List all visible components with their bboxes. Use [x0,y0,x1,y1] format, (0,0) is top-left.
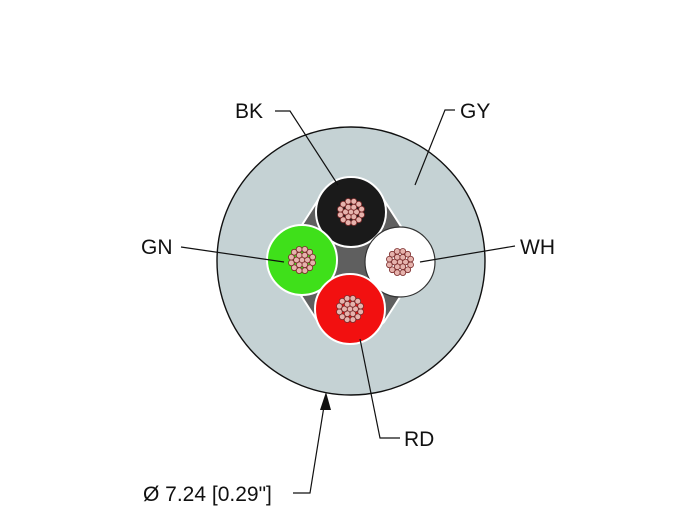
copper-strand [404,250,412,258]
copper-strand [343,316,351,323]
copper-strand [352,305,359,313]
strand-bundle-red [336,295,364,323]
copper-strand [295,267,303,274]
copper-strand [402,258,409,266]
label-gy: GY [460,100,490,123]
copper-strand [337,211,344,219]
copper-strand [358,205,365,213]
copper-strand [337,205,344,213]
label-wh: WH [520,236,555,259]
copper-strand [393,269,401,276]
leader-line-bk [275,110,339,186]
copper-strand [399,269,407,276]
leader-line-gn [180,246,285,263]
copper-strand [295,246,303,253]
core-red [314,273,386,345]
copper-strand [288,253,295,261]
copper-strand [388,266,396,274]
leader-line-gy [414,109,455,186]
copper-strand [357,302,364,310]
copper-strand [393,248,401,255]
label-rd: RD [404,428,434,451]
copper-strand [388,250,396,258]
label-bk: BK [235,100,263,123]
core-white [364,226,436,298]
copper-strand [350,219,358,226]
copper-strand [301,267,309,274]
leader-line-wh [419,245,516,263]
copper-strand [306,264,314,272]
diameter-dimension-label: Ø 7.24 [0.29"] [143,483,272,506]
copper-strand [301,246,309,253]
copper-strand [349,295,357,302]
strand-bundle-white [386,248,414,276]
copper-strand [344,198,352,205]
copper-strand [288,259,295,267]
copper-strand [339,200,347,208]
copper-strand [341,305,348,313]
copper-strand [343,295,351,302]
copper-strand [399,248,407,255]
core-black [315,176,387,248]
copper-strand [353,208,360,216]
copper-strand [407,255,414,263]
copper-strand [350,198,358,205]
dimension-leader-line [293,399,326,494]
copper-strand [290,248,298,256]
copper-strand [338,313,346,321]
copper-strand [354,313,362,321]
copper-strand [386,255,393,263]
copper-strand [342,208,349,216]
copper-strand [304,256,311,264]
copper-strand [391,258,398,266]
copper-strand [355,216,363,224]
copper-strand [306,248,314,256]
copper-strand [290,264,298,272]
copper-strand [354,297,362,305]
copper-strand [293,256,300,264]
copper-strand [355,200,363,208]
arrow-up-icon [320,392,331,410]
copper-strand [344,219,352,226]
copper-strand [339,216,347,224]
strand-bundle-green [288,246,316,274]
core-green [266,224,338,296]
leader-line-rd [359,338,400,439]
copper-strand [309,253,316,261]
copper-strand [404,266,412,274]
copper-strand [338,297,346,305]
label-gn: GN [141,236,173,259]
strand-bundle-black [337,198,365,226]
copper-strand [386,261,393,269]
copper-strand [336,308,343,316]
copper-strand [349,316,357,323]
copper-strand [336,302,343,310]
